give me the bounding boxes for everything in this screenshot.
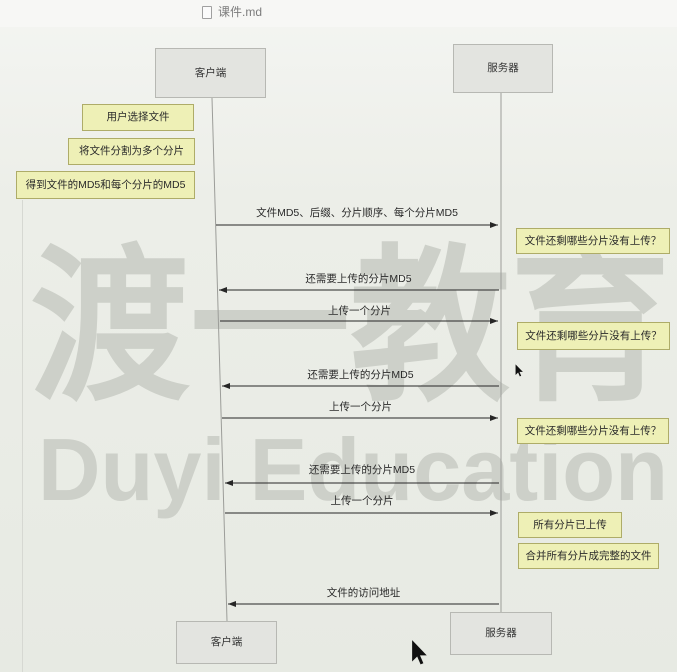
note-server: 所有分片已上传 xyxy=(518,512,622,538)
note-text: 所有分片已上传 xyxy=(533,518,607,531)
message-label: 还需要上传的分片MD5 xyxy=(308,464,416,476)
note-server: 合并所有分片成完整的文件 xyxy=(518,543,659,569)
file-tab[interactable]: 课件.md xyxy=(198,2,272,24)
note-server: 文件还剩哪些分片没有上传？ xyxy=(517,322,670,350)
note-text: 文件还剩哪些分片没有上传？ xyxy=(524,234,662,247)
message-label: 还需要上传的分片MD5 xyxy=(307,369,414,381)
mouse-cursor-icon xyxy=(412,640,427,665)
mouse-cursor-icon xyxy=(515,364,523,377)
participant-server-label: 服务器 xyxy=(485,627,517,639)
tab-bar: 课件.md xyxy=(0,0,677,27)
note-client: 用户选择文件 xyxy=(82,104,194,131)
note-client: 得到文件的MD5和每个分片的MD5 xyxy=(16,171,195,199)
participant-client-bottom: 客户端 xyxy=(176,621,277,664)
note-text: 文件还剩哪些分片没有上传？ xyxy=(525,329,662,342)
note-server: 文件还剩哪些分片没有上传？ xyxy=(516,228,670,254)
note-text: 得到文件的MD5和每个分片的MD5 xyxy=(25,178,186,191)
message-label: 上传一个分片 xyxy=(328,305,391,317)
note-text: 用户选择文件 xyxy=(106,111,170,123)
file-icon xyxy=(202,6,212,19)
note-server: 文件还剩哪些分片没有上传？ xyxy=(517,418,669,444)
note-text: 文件还剩哪些分片没有上传？ xyxy=(524,424,662,437)
participant-client-label: 客户端 xyxy=(194,66,227,79)
participant-server-top: 服务器 xyxy=(453,44,553,93)
note-text: 将文件分割为多个分片 xyxy=(79,145,184,157)
file-tab-title: 课件.md xyxy=(218,5,263,19)
message-label: 还需要上传的分片MD5 xyxy=(305,273,412,285)
message-label: 上传一个分片 xyxy=(330,495,394,507)
preview-panel-border xyxy=(22,200,23,672)
message-label: 文件的访问地址 xyxy=(326,587,401,599)
client-lifeline xyxy=(211,97,228,622)
message-label: 上传一个分片 xyxy=(329,401,392,413)
note-text: 合并所有分片成完整的文件 xyxy=(525,549,652,562)
note-client: 将文件分割为多个分片 xyxy=(68,138,195,165)
message-label: 文件MD5、后缀、分片顺序、每个分片MD5 xyxy=(256,207,458,219)
participant-server-bottom: 服务器 xyxy=(450,612,552,655)
participant-client-label: 客户端 xyxy=(210,636,243,648)
participant-client-top: 客户端 xyxy=(155,48,266,98)
participant-server-label: 服务器 xyxy=(487,62,519,74)
